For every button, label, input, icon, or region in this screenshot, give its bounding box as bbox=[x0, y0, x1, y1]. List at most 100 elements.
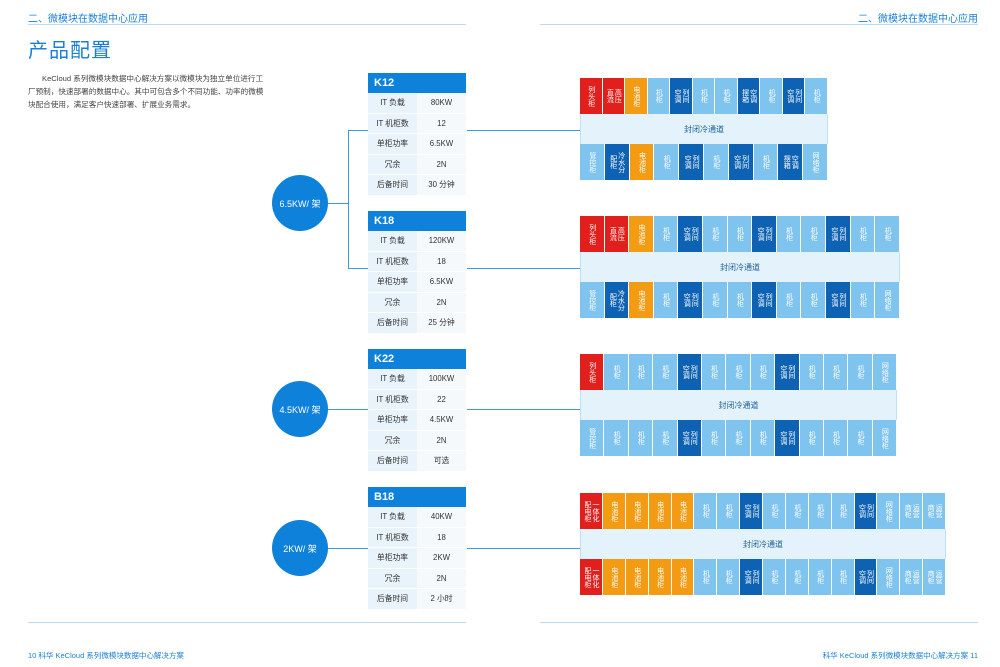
rack-row-top: 列头柜机柜机柜机柜列间空调机柜机柜机柜列间空调机柜机柜机柜网络柜 bbox=[580, 354, 898, 390]
rack-label: 空调 bbox=[779, 431, 787, 445]
rack-label: 机柜 bbox=[839, 570, 847, 584]
rack-label: 空调 bbox=[786, 89, 794, 103]
spec-value: 25 分钟 bbox=[417, 313, 466, 333]
spec-key: IT 负载 bbox=[368, 507, 417, 527]
rack-label: 机柜 bbox=[711, 227, 719, 241]
rack-cell: 机柜 bbox=[799, 354, 824, 390]
rack-cell: 机柜 bbox=[701, 354, 727, 390]
rack-label: 空调 bbox=[757, 293, 765, 307]
spec-value: 12 bbox=[417, 113, 466, 133]
rack-label: 网络柜 bbox=[881, 427, 889, 449]
rack-label: 网络柜 bbox=[884, 289, 892, 311]
rack-label: 空调 bbox=[683, 227, 691, 241]
rack-cell: 电池柜 bbox=[648, 559, 672, 595]
rack-label: 机柜 bbox=[702, 504, 710, 518]
rack-cell: 机柜 bbox=[763, 559, 786, 595]
rack-cell: 网络柜 bbox=[877, 559, 901, 595]
rack-label: 机柜 bbox=[662, 227, 670, 241]
rack-label: 机柜 bbox=[662, 293, 670, 307]
rack-label: 机柜 bbox=[661, 431, 669, 445]
rack-label: 空调 bbox=[858, 504, 866, 518]
rack-label: 机柜 bbox=[808, 431, 816, 445]
rack-cell: 机柜 bbox=[628, 420, 654, 456]
connector-line bbox=[348, 268, 368, 269]
rack-label: 电池柜 bbox=[633, 566, 641, 588]
rack-label: 机柜 bbox=[655, 89, 663, 103]
rack-label: 机柜 bbox=[736, 293, 744, 307]
rack-label: 列间 bbox=[866, 504, 874, 518]
rack-label: 列间 bbox=[787, 365, 795, 379]
rack-label: 列间 bbox=[692, 155, 700, 169]
rack-label: 机柜 bbox=[735, 431, 743, 445]
rack-label: 空调 bbox=[733, 155, 741, 169]
rack-label: 列间 bbox=[794, 89, 802, 103]
rack-label: 电池柜 bbox=[638, 223, 646, 245]
rack-row-bottom: 管控柜冷水分配柜电池柜机柜列间空调机柜机柜列间空调机柜机柜列间空调机柜网络柜 bbox=[580, 282, 900, 318]
spec-key: 单柜功率 bbox=[368, 272, 417, 292]
rack-cell: 列头柜 bbox=[580, 216, 605, 252]
rack-label: 管控柜 bbox=[588, 289, 596, 311]
rack-label: 直流 bbox=[609, 227, 617, 241]
rack-label: 列间 bbox=[690, 431, 698, 445]
rack-label: 管控柜 bbox=[588, 151, 596, 173]
rack-cell: 机柜 bbox=[692, 78, 716, 114]
rack-cell: 机柜 bbox=[823, 354, 849, 390]
spec-value: 6.5KW bbox=[417, 134, 466, 154]
rack-cell: 机柜 bbox=[776, 282, 802, 318]
rack-cell: 管控柜 bbox=[580, 144, 605, 180]
rack-cell: 电池柜 bbox=[602, 493, 626, 529]
rack-label: 冷水分 bbox=[617, 289, 625, 311]
rack-label: 机柜 bbox=[839, 504, 847, 518]
rack-label: 列头柜 bbox=[588, 223, 596, 245]
rack-cell: 机柜 bbox=[653, 216, 679, 252]
rack-row-top: 列头柜高压直流电池柜机柜列间空调机柜机柜列间空调机柜机柜列间空调机柜机柜 bbox=[580, 216, 900, 252]
rack-cell: 管控柜 bbox=[580, 420, 605, 456]
rack-label: 机柜 bbox=[859, 293, 867, 307]
rack-row-bottom: 一体化配电柜电池柜电池柜电池柜电池柜机柜机柜列间空调机柜机柜机柜机柜列间空调网络… bbox=[580, 559, 946, 595]
header-divider-left bbox=[28, 24, 466, 25]
rack-cell: 机柜 bbox=[647, 78, 671, 114]
rack-cell: 机柜 bbox=[763, 493, 786, 529]
rack-cell: 机柜 bbox=[727, 282, 753, 318]
page-title: 产品配置 bbox=[28, 40, 112, 62]
rack-cell: 机柜 bbox=[785, 559, 809, 595]
rack-label: 机柜 bbox=[613, 431, 621, 445]
rack-label: 机柜 bbox=[810, 227, 818, 241]
rack-cell: 机柜 bbox=[875, 216, 900, 252]
rack-label: 运营 bbox=[912, 570, 920, 584]
rack-cell: 列间空调 bbox=[677, 354, 702, 390]
rack-label: 列间 bbox=[838, 293, 846, 307]
rack-label: 机柜 bbox=[785, 293, 793, 307]
rack-label: 电池柜 bbox=[679, 566, 687, 588]
rack-cell: 电池柜 bbox=[625, 559, 649, 595]
intro-paragraph: KeCloud 系列微模块数据中心解决方案以微模块为独立单位进行工厂预制，快速部… bbox=[28, 74, 264, 109]
spec-key: IT 机柜数 bbox=[368, 113, 417, 133]
spec-key: IT 机柜数 bbox=[368, 251, 417, 271]
rack-cell: 机柜 bbox=[694, 493, 718, 529]
spec-value: 2N bbox=[417, 154, 466, 174]
spec-value: 40KW bbox=[417, 507, 466, 527]
rack-label: 机柜 bbox=[785, 227, 793, 241]
rack-cell: 列间空调 bbox=[728, 144, 754, 180]
rack-label: 配柜 bbox=[609, 293, 617, 307]
rack-cell: 列间空调 bbox=[826, 282, 851, 318]
rack-cell: 机柜 bbox=[726, 420, 751, 456]
rack-label: 机柜 bbox=[661, 365, 669, 379]
spec-table-title: K22 bbox=[368, 349, 466, 369]
rack-cell: 列间空调 bbox=[752, 282, 777, 318]
spec-value: 2N bbox=[417, 292, 466, 312]
module-layout-k18: 列头柜高压直流电池柜机柜列间空调机柜机柜列间空调机柜机柜列间空调机柜机柜 封闭冷… bbox=[580, 216, 900, 318]
rack-cell: 冷水分配柜 bbox=[604, 144, 630, 180]
connector-line bbox=[467, 548, 580, 549]
rack-label: 列间 bbox=[765, 293, 773, 307]
spec-value: 4.5KW bbox=[417, 410, 466, 430]
rack-label: 网络柜 bbox=[885, 500, 893, 522]
footer-left: 10 科华 KeCloud 系列微模块数据中心解决方案 bbox=[28, 651, 184, 660]
header-right-title: 二、微模块在数据中心应用 bbox=[858, 14, 978, 25]
